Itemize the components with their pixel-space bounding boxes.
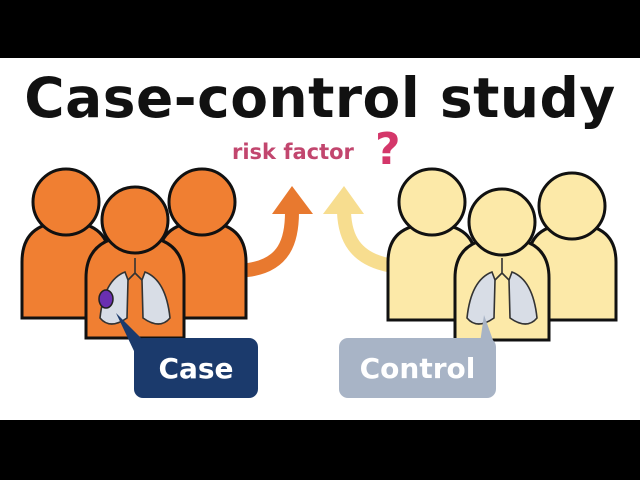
case-arrow-icon xyxy=(241,186,313,277)
case-badge: Case xyxy=(134,338,258,398)
question-mark-icon: ? xyxy=(375,124,401,175)
control-group xyxy=(386,167,618,342)
tumor-icon xyxy=(98,289,114,309)
control-badge: Control xyxy=(339,338,496,398)
control-person-right-icon xyxy=(526,171,618,322)
case-person-left-icon xyxy=(20,167,112,320)
risk-factor-label: risk factor xyxy=(232,140,354,164)
case-group xyxy=(20,167,248,340)
page-title: Case-control study xyxy=(24,66,616,130)
control-arrow-icon xyxy=(323,186,395,272)
control-callout-pointer xyxy=(480,315,494,343)
control-lungs-icon xyxy=(466,258,538,343)
case-lungs-icon xyxy=(98,258,171,351)
